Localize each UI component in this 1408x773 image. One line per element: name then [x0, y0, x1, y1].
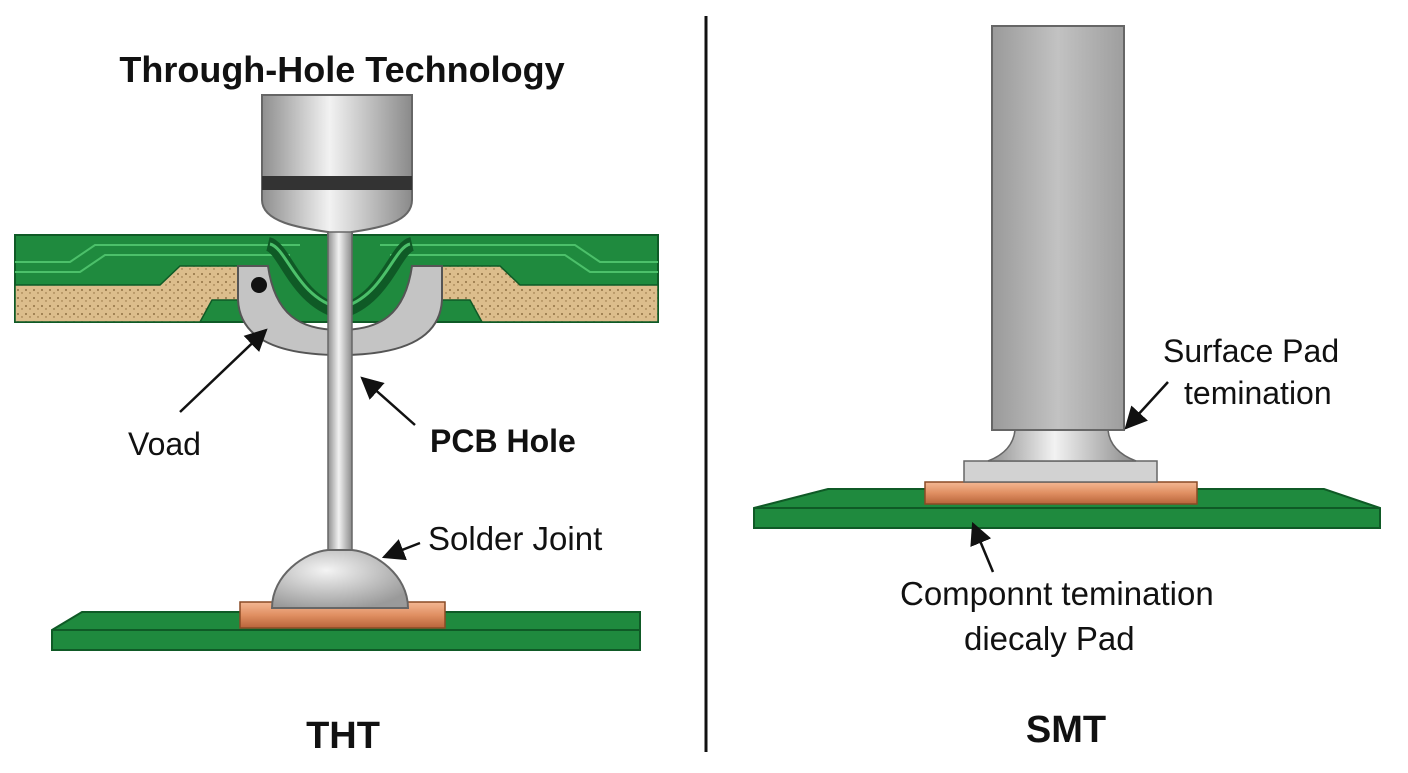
caption-tht: THT [306, 715, 380, 757]
tht-component-body [261, 94, 413, 237]
smt-copper-pad [924, 481, 1198, 505]
label-solder-joint: Solder Joint [428, 520, 602, 557]
surface-pad-arrow [1124, 381, 1169, 430]
tht-lower-pcb [51, 549, 641, 651]
label-surface-pad-line2: temination [1184, 375, 1332, 411]
tht-lead-wire [327, 231, 353, 563]
label-voad: Voad [128, 426, 201, 462]
label-component-line1: Componnt temination [900, 575, 1214, 612]
label-pcb-hole: PCB Hole [430, 423, 576, 459]
pcb-hole-arrow [360, 376, 416, 426]
page-title: Through-Hole Technology [119, 49, 564, 90]
tht-solder-joint [270, 549, 410, 609]
void-bubble [251, 277, 267, 293]
caption-smt: SMT [1026, 709, 1106, 751]
component-termination-arrow [970, 521, 995, 573]
smt-component-body [991, 25, 1125, 431]
smt-pcb [753, 488, 1381, 529]
label-component-line2: diecaly Pad [964, 620, 1135, 657]
smt-solder-fillet [963, 429, 1158, 483]
label-surface-pad-line1: Surface Pad [1163, 333, 1339, 369]
solder-joint-arrow [381, 539, 421, 561]
voad-arrow [179, 328, 268, 413]
